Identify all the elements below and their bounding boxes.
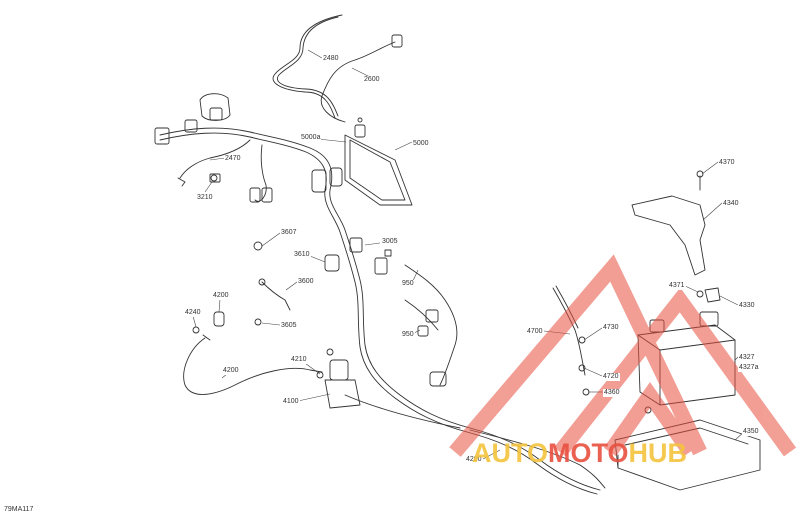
diagram-code: 79MA117 xyxy=(4,506,34,513)
callout-4350: 4350 xyxy=(742,428,760,436)
callout-3210: 3210 xyxy=(196,194,214,202)
watermark-logo xyxy=(449,254,797,457)
watermark-part-hub: HUB xyxy=(628,438,688,468)
callout-4330: 4330 xyxy=(738,302,756,310)
callout-3610: 3610 xyxy=(293,251,311,259)
main-harness-inner xyxy=(159,132,598,495)
callout-950-upper: 950 xyxy=(401,280,415,288)
callout-4340: 4340 xyxy=(722,200,740,208)
callout-5000a: 5000a xyxy=(300,134,322,142)
callout-4370: 4370 xyxy=(718,159,736,167)
callout-4200-clamp: 4200 xyxy=(212,292,230,300)
callout-4240: 4240 xyxy=(184,309,202,317)
callout-4200-long: 4200 xyxy=(465,456,483,464)
cable-2600 xyxy=(320,41,396,123)
callout-4720: 4720 xyxy=(602,373,620,381)
callout-4327a: 4327a xyxy=(738,364,760,372)
solenoid-4100 xyxy=(324,379,361,409)
callout-4210: 4210 xyxy=(290,356,308,364)
cable-2480 xyxy=(272,14,343,119)
callout-3600: 3600 xyxy=(297,278,315,286)
callout-3005: 3005 xyxy=(381,238,399,246)
callout-4327: 4327 xyxy=(738,354,756,362)
cable-2480-inner xyxy=(277,16,339,117)
cable-3600 xyxy=(261,281,291,311)
watermark-text: AUTOMOTOHUB xyxy=(472,438,687,469)
callout-4360: 4360 xyxy=(603,389,621,397)
callout-5000: 5000 xyxy=(412,140,430,148)
cable-4700 xyxy=(552,287,586,376)
bracket-4340 xyxy=(631,195,706,276)
connector-2600 xyxy=(391,34,403,48)
callout-4200-cable: 4200 xyxy=(222,367,240,375)
callout-4730: 4730 xyxy=(602,324,620,332)
callout-3605: 3605 xyxy=(280,322,298,330)
cable-4200 xyxy=(183,337,323,395)
battery-4327 xyxy=(637,324,736,406)
callout-2600: 2600 xyxy=(363,76,381,84)
callout-4700: 4700 xyxy=(526,328,544,336)
callout-4371: 4371 xyxy=(668,282,686,290)
main-harness xyxy=(159,127,601,491)
watermark-part-auto: AUTO xyxy=(472,438,549,468)
callout-4100: 4100 xyxy=(282,398,300,406)
watermark-part-moto: MOTO xyxy=(548,438,629,468)
ecu-5000 xyxy=(344,134,413,206)
callout-950-lower: 950 xyxy=(401,331,415,339)
callout-2480: 2480 xyxy=(322,55,340,63)
callout-3607: 3607 xyxy=(280,229,298,237)
callout-2470: 2470 xyxy=(224,155,242,163)
